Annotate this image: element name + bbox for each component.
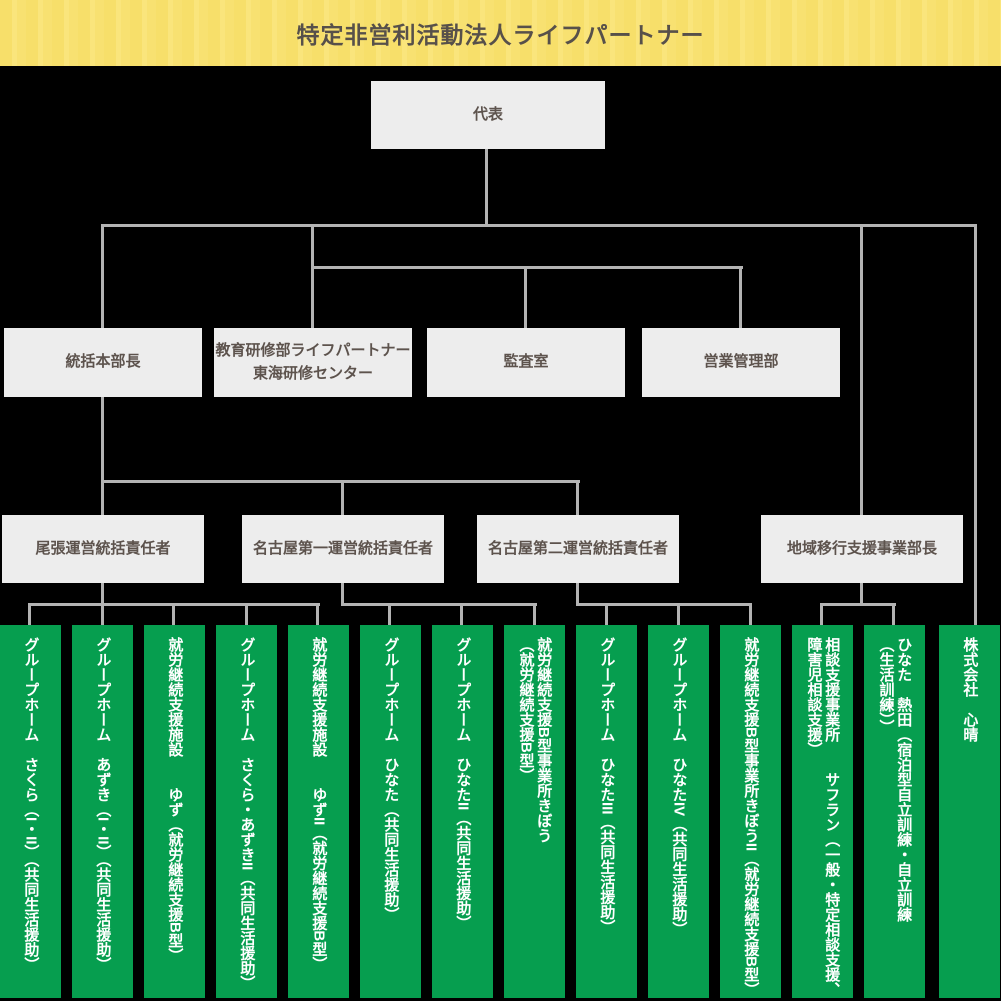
facility-column: グループホーム ひなた（共同生活援助）	[360, 625, 421, 998]
node-nagoya2-operations-manager: 名古屋第二運営統括責任者	[477, 515, 679, 583]
connector-line	[524, 266, 527, 328]
facility-column: 就労継続支援施設 ゆず（就労継続支援B型）	[144, 625, 205, 998]
connector-line	[820, 603, 896, 606]
facility-column: グループホーム ひなたII（共同生活援助）	[432, 625, 493, 998]
facility-label: 株式会社 心晴	[961, 637, 979, 742]
title-banner: 特定非営利活動法人ライフパートナー	[0, 0, 1001, 66]
facility-label: 就労継続支援B型事業所きぼうII（就労継続支援B型）	[742, 637, 760, 997]
connector-line	[860, 224, 863, 515]
connector-line	[311, 266, 743, 269]
connector-line	[460, 603, 463, 625]
connector-line	[485, 148, 488, 227]
connector-line	[605, 603, 608, 625]
connector-line	[388, 603, 391, 625]
connector-line	[245, 603, 248, 625]
connector-line	[820, 603, 823, 625]
connector-line	[101, 224, 104, 328]
facility-column: グループホーム さくら・あずきII（共同生活援助）	[216, 625, 277, 998]
node-audit-office: 監査室	[427, 328, 625, 397]
connector-line	[576, 603, 752, 606]
facility-column: グループホーム さくら（I・II）（共同生活援助）	[0, 625, 61, 998]
facility-column: 就労継続支援B型事業所きぼうII（就労継続支援B型）	[720, 625, 781, 998]
facility-label: グループホーム さくら（I・II）（共同生活援助）	[22, 637, 40, 973]
connector-line	[860, 583, 863, 605]
connector-line	[677, 603, 680, 625]
facility-column: 就労継続支援B型事業所きぼう （就労継続支援B型）	[504, 625, 565, 998]
connector-line	[739, 266, 742, 328]
connector-line	[892, 603, 895, 625]
facility-label: 就労継続支援B型事業所きぼう （就労継続支援B型）	[517, 637, 553, 843]
connector-line	[101, 480, 580, 483]
connector-line	[533, 603, 536, 625]
connector-line	[101, 224, 977, 227]
node-sales-management-dept: 営業管理部	[642, 328, 840, 397]
facility-column: 就労継続支援施設 ゆずII（就労継続支援B型）	[288, 625, 349, 998]
facility-column: グループホーム ひなたIII（共同生活援助）	[576, 625, 637, 998]
facility-label: グループホーム ひなたIV（共同生活援助）	[670, 637, 688, 937]
facility-label: グループホーム ひなたIII（共同生活援助）	[598, 637, 616, 935]
node-general-hq-director: 統括本部長	[4, 328, 202, 397]
node-representative: 代表	[371, 81, 605, 149]
connector-line	[974, 224, 977, 625]
node-nagoya1-operations-manager: 名古屋第一運営統括責任者	[242, 515, 444, 583]
facility-label: グループホーム ひなた（共同生活援助）	[382, 637, 400, 922]
connector-line	[28, 603, 31, 625]
facility-label: グループホーム あずき（I・II）（共同生活援助）	[94, 637, 112, 973]
node-community-transition-director: 地域移行支援事業部長	[761, 515, 963, 583]
connector-line	[749, 603, 752, 625]
connector-line	[341, 603, 537, 606]
facility-column: ひなた 熱田（宿泊型自立訓練・自立訓練 （生活訓練））	[864, 625, 925, 998]
connector-line	[341, 583, 344, 605]
facility-label: 就労継続支援施設 ゆず（就労継続支援B型）	[166, 637, 184, 963]
node-owari-operations-manager: 尾張運営統括責任者	[2, 515, 204, 583]
facility-column: 相談支援事業所 サフラン（一般・特定相談支援、 障害児相談支援）	[792, 625, 853, 998]
connector-line	[316, 603, 319, 625]
connector-line	[311, 224, 314, 328]
facility-label: グループホーム さくら・あずきII（共同生活援助）	[238, 637, 256, 991]
facility-label: 相談支援事業所 サフラン（一般・特定相談支援、 障害児相談支援）	[805, 637, 841, 997]
facility-label: グループホーム ひなたII（共同生活援助）	[454, 637, 472, 931]
node-training-center: 教育研修部ライフパートナー 東海研修センター	[214, 328, 412, 397]
page-title: 特定非営利活動法人ライフパートナー	[296, 22, 705, 48]
connector-line	[576, 480, 579, 515]
connector-line	[576, 583, 579, 605]
facility-label: 就労継続支援施設 ゆずII（就労継続支援B型）	[310, 637, 328, 972]
facility-column: 株式会社 心晴	[939, 625, 1000, 998]
connector-line	[341, 480, 344, 515]
facility-label: ひなた 熱田（宿泊型自立訓練・自立訓練 （生活訓練））	[877, 637, 913, 922]
facility-column: グループホーム あずき（I・II）（共同生活援助）	[72, 625, 133, 998]
connector-line	[172, 603, 175, 625]
connector-line	[101, 397, 104, 515]
facility-column: グループホーム ひなたIV（共同生活援助）	[648, 625, 709, 998]
